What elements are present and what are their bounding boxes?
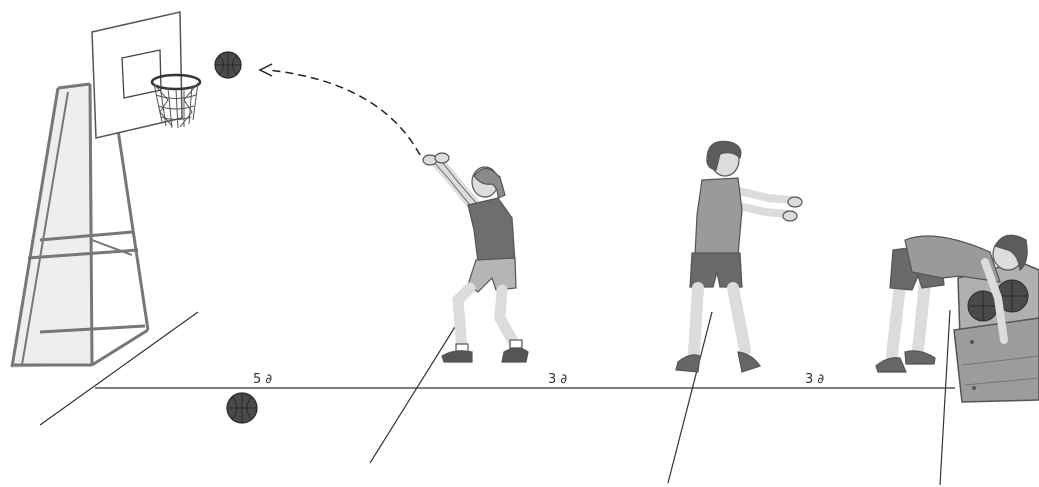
distance-label-1: 5 ∂ bbox=[253, 372, 272, 387]
girl-throwing-figure bbox=[423, 153, 528, 362]
boy-catching-figure bbox=[676, 141, 802, 372]
distance-label-3: 3 ∂ bbox=[805, 372, 824, 387]
marker-line-box bbox=[940, 310, 950, 485]
distance-label-2: 3 ∂ bbox=[548, 372, 567, 387]
ball-trajectory bbox=[260, 64, 420, 155]
basketball-in-air bbox=[215, 52, 241, 78]
marker-line-girl bbox=[370, 322, 458, 463]
basketball-on-floor bbox=[227, 393, 257, 423]
floor-lines bbox=[40, 310, 955, 485]
